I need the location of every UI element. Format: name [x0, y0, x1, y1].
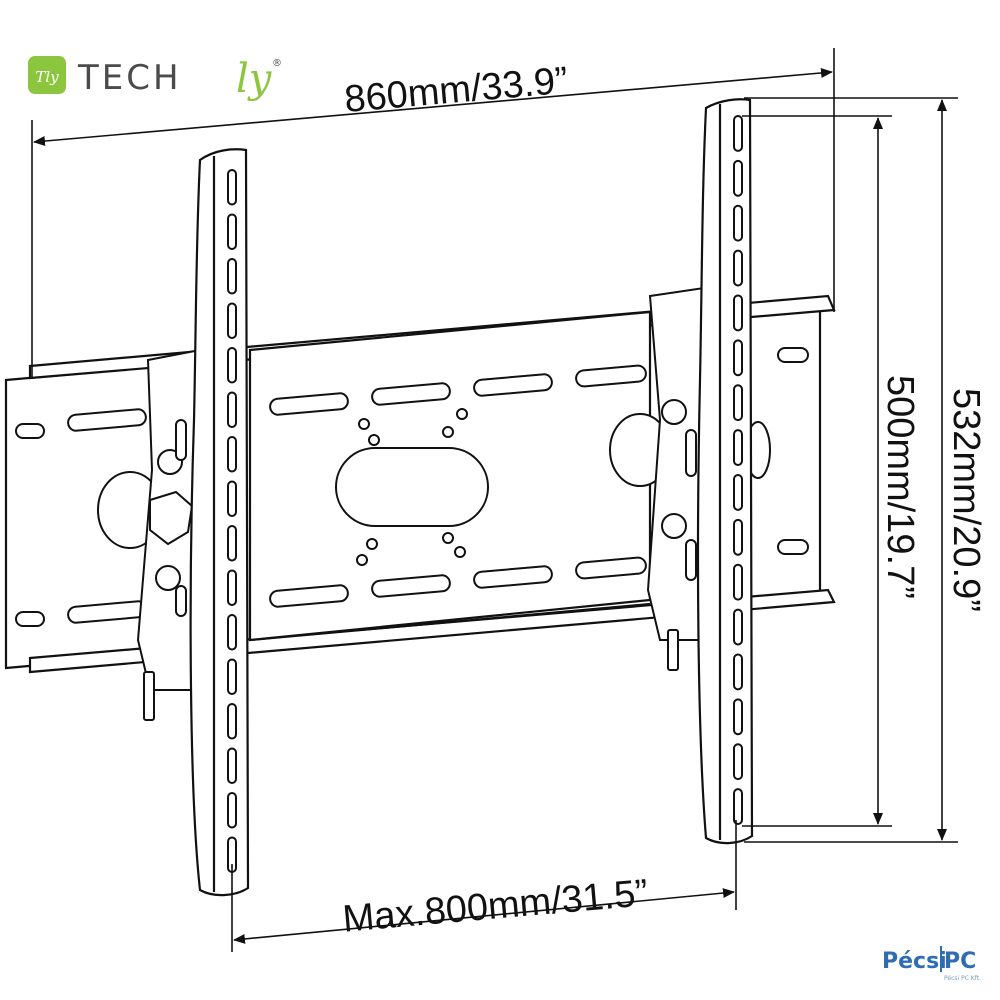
rail-slot	[733, 249, 743, 287]
right-tilt-slot	[685, 539, 697, 581]
left-rail-outline	[189, 148, 250, 897]
logo-badge-text: Tly	[35, 68, 59, 86]
rail-slot	[733, 339, 743, 377]
watermark-name-left: Pécsi	[882, 949, 947, 974]
pecsipc-watermark: Pécsi PC Pécsi PC Kft.	[882, 946, 981, 982]
overall-width-label: 860mm/33.9”	[343, 60, 570, 121]
hole	[368, 434, 380, 446]
slot	[67, 408, 147, 432]
slot	[15, 423, 45, 439]
center-opening	[335, 447, 489, 527]
rail-slot	[227, 703, 237, 740]
slot	[777, 539, 809, 555]
logo-registered: ®	[272, 58, 282, 69]
rail-slot	[733, 384, 743, 422]
rail-slot	[227, 436, 237, 473]
hole	[442, 532, 454, 544]
rail-slot	[227, 347, 237, 384]
rail-slot	[733, 653, 743, 691]
dimension-lines	[31, 48, 958, 952]
slot	[575, 556, 647, 580]
hole	[358, 418, 370, 430]
hole	[454, 546, 466, 558]
rail-slot	[227, 391, 237, 428]
rail-slot	[733, 563, 743, 601]
slot	[371, 574, 451, 598]
rail-slot	[733, 474, 743, 511]
slot	[15, 611, 45, 627]
rail-slot	[733, 518, 743, 556]
left-lock-knob	[149, 490, 194, 546]
rail-slot	[227, 569, 237, 606]
right-rail-outline	[696, 98, 754, 845]
slot	[269, 584, 349, 608]
rail-height-label: 500mm/19.7”	[879, 375, 921, 599]
rail-slot	[733, 115, 743, 152]
left-tilt-slot	[175, 419, 187, 461]
right-lower-knob	[661, 513, 687, 539]
slot	[371, 382, 451, 406]
hole	[356, 554, 368, 566]
rail-slot	[733, 788, 743, 825]
watermark-name-right: PC	[944, 949, 976, 974]
rail-slot	[227, 480, 237, 517]
slot	[777, 347, 809, 363]
right-bolt	[667, 629, 679, 671]
rail-slot	[733, 608, 743, 646]
hole	[442, 426, 454, 438]
rail-slot	[733, 698, 743, 736]
right-vertical-rail	[696, 98, 754, 845]
rail-slot	[733, 743, 743, 781]
rail-slot	[733, 204, 743, 242]
techly-logo: Tly TECH ly ®	[28, 56, 282, 102]
rail-slot	[227, 258, 237, 295]
right-tilt-knob	[661, 399, 687, 425]
hole	[456, 408, 468, 420]
rail-slot	[227, 302, 237, 339]
slot	[473, 373, 553, 397]
overall-height-label: 532mm/20.9”	[945, 388, 987, 612]
rail-slot	[227, 747, 237, 784]
left-bolt	[143, 671, 155, 721]
hole	[366, 538, 378, 550]
rail-slot	[733, 159, 743, 197]
rail-slot	[733, 429, 743, 466]
logo-accent: ly	[236, 56, 273, 102]
max-spacing-label: Max.800mm/31.5”	[341, 872, 650, 941]
rail-slot	[227, 792, 237, 829]
rail-slot	[733, 294, 743, 332]
width-dimension-line	[33, 67, 833, 147]
rail-slot	[227, 213, 237, 250]
logo-name: TECH	[77, 58, 182, 98]
watermark-tagline: Pécsi PC Kft.	[944, 975, 981, 982]
rail-slot	[227, 658, 237, 695]
slot	[269, 392, 349, 416]
left-lower-knob	[155, 565, 181, 591]
left-hinge	[97, 348, 201, 721]
left-tilt-slot	[175, 585, 187, 617]
rail-slot	[227, 169, 237, 206]
slot	[575, 364, 647, 388]
rail-slot	[227, 525, 237, 562]
spacing-dimension-line	[233, 888, 735, 944]
left-vertical-rail	[189, 148, 250, 897]
frame-slots	[15, 347, 809, 627]
slot	[473, 565, 553, 589]
right-tilt-slot	[685, 429, 697, 477]
rail-slot	[227, 614, 237, 651]
right-rail-slots	[733, 115, 743, 825]
